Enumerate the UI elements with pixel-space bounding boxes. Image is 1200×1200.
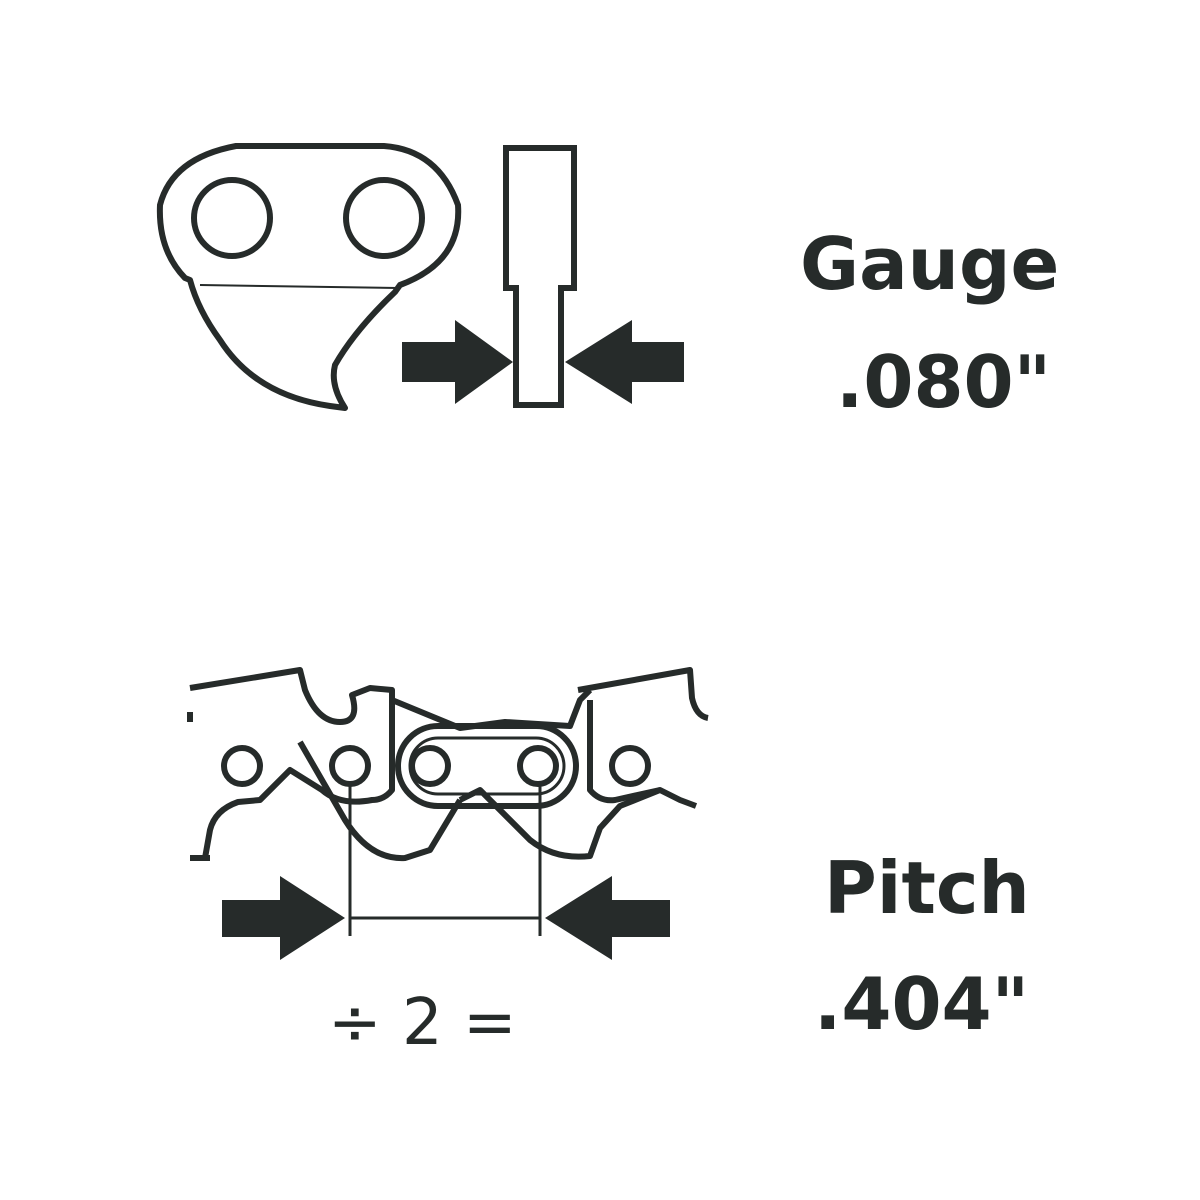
pitch-formula: ÷ 2 = [328,986,517,1060]
pitch-arrows-icon [222,876,670,960]
gauge-value: .080" [836,340,1052,424]
pitch-title: Pitch [824,846,1030,930]
drive-link-profile-icon [503,145,577,408]
saw-chain-icon [187,667,709,862]
gauge-arrows-icon [402,320,684,404]
pitch-value: .404" [814,962,1030,1046]
gauge-title: Gauge [800,222,1060,306]
cutter-link-icon [156,143,462,411]
pitch-measure-lines [348,784,542,936]
